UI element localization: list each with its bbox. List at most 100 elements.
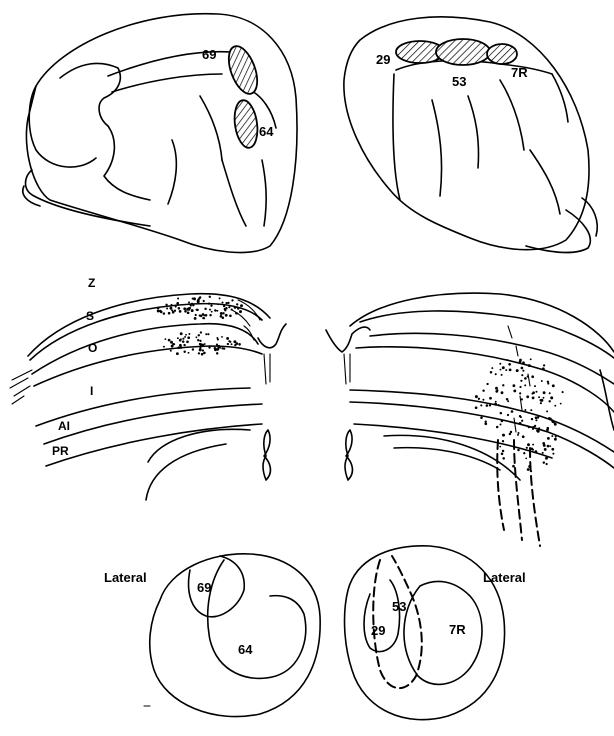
labeled-cell-dot	[175, 306, 177, 308]
layer-label-s: S	[86, 309, 94, 323]
labeled-cell-dot	[521, 420, 523, 422]
labeled-cell-dot	[502, 450, 504, 452]
labeled-cell-dot	[184, 310, 187, 313]
map-left: Lateral 69 64	[104, 554, 320, 717]
labeled-cell-dot	[506, 398, 509, 401]
labeled-cell-dot	[191, 309, 194, 312]
labeled-cell-dot	[157, 310, 160, 313]
labeled-cell-dot	[170, 307, 173, 310]
labeled-cell-dot	[510, 431, 512, 433]
labeled-cell-dot	[522, 435, 525, 438]
labeled-cell-dot	[199, 348, 202, 351]
labeled-cell-dot	[231, 299, 233, 301]
labeled-cell-dot	[497, 389, 499, 391]
labeled-cell-dot	[183, 350, 185, 352]
labeled-cell-dot	[204, 314, 206, 316]
labeled-cell-dot	[501, 391, 504, 394]
labeled-cell-dot	[501, 420, 504, 423]
labeled-cell-dot	[180, 332, 183, 335]
labeled-cell-dot	[499, 363, 501, 365]
labeled-cell-dot	[521, 398, 523, 400]
labeled-cell-dot	[547, 445, 550, 448]
labeled-cell-dot	[187, 311, 190, 314]
labeled-cell-dot	[560, 403, 562, 405]
labeled-cell-dot	[231, 343, 233, 345]
labeled-cell-dot	[538, 396, 540, 398]
labeled-cell-dot	[538, 415, 540, 417]
labeled-cell-dot	[187, 336, 190, 339]
labeled-cell-dot	[495, 373, 497, 375]
labeled-cell-dot	[540, 402, 542, 404]
labeled-cell-dot	[525, 458, 527, 460]
map-right-region-29: 29	[371, 623, 385, 638]
labeled-cell-dot	[210, 305, 212, 307]
layer-label-ai: AI	[58, 419, 70, 433]
labeled-cell-dot	[221, 301, 223, 303]
labeled-cell-dot	[522, 361, 525, 364]
labeled-cell-dot	[198, 352, 200, 354]
labeled-cell-dot	[209, 309, 211, 311]
labeled-cell-dot	[239, 310, 242, 313]
labeled-cell-dot	[168, 339, 171, 342]
region-53-patch	[436, 39, 490, 65]
labeled-cell-dot	[196, 309, 198, 311]
labeled-cell-dot	[163, 312, 165, 314]
labeled-cell-dot	[540, 399, 543, 402]
labeled-cell-dot	[562, 391, 564, 393]
labeled-cell-dot	[227, 343, 229, 345]
labeled-cell-dot	[532, 397, 535, 400]
labeled-cell-dot	[554, 438, 557, 441]
labeled-cell-dot	[188, 301, 190, 303]
labeled-cell-dot	[176, 302, 179, 305]
labeled-cell-dot	[170, 350, 172, 352]
labeled-cell-dot	[542, 452, 544, 454]
labeled-cell-dot	[549, 445, 551, 447]
labeled-cell-dot	[511, 410, 514, 413]
labeled-cell-dot	[225, 314, 228, 317]
labeled-cell-dot	[543, 364, 545, 366]
region-69-patch	[223, 42, 263, 97]
labeled-cell-dot	[234, 344, 236, 346]
labeled-cell-dot	[480, 404, 482, 406]
labeled-cell-dot	[544, 448, 547, 451]
labeled-cell-dot	[230, 305, 232, 307]
labeled-cell-dot	[551, 435, 553, 437]
labeled-cell-dot	[229, 315, 232, 318]
labeled-cell-dot	[502, 457, 505, 460]
labeled-cell-dot	[187, 308, 190, 311]
labeled-cell-dot	[228, 340, 230, 342]
labeled-cell-dot	[524, 377, 527, 380]
labeled-cell-dot	[527, 468, 530, 471]
labeled-cell-dot	[519, 386, 521, 388]
labeled-cell-dot	[208, 302, 210, 304]
labeled-cell-dot	[183, 344, 185, 346]
labeled-cell-dot	[545, 463, 547, 465]
labeled-cell-dot	[170, 341, 173, 344]
labeled-cell-dot	[528, 465, 531, 468]
labeled-cell-dot	[214, 347, 216, 349]
brain-right: 29 53 7R	[344, 17, 597, 253]
labeled-cell-dot	[480, 417, 483, 420]
map-left-side-label: Lateral	[104, 570, 147, 585]
labeled-cell-dot	[178, 307, 181, 310]
labeled-cell-dot	[231, 309, 233, 311]
labeled-cell-dot	[226, 337, 229, 340]
region-7r-patch	[487, 44, 517, 64]
labeled-cell-dot	[532, 426, 535, 429]
labeled-cell-dot	[541, 380, 543, 382]
labeled-cell-dot	[531, 418, 533, 420]
labeled-cell-dot	[507, 414, 509, 416]
labeled-cell-dot	[535, 416, 538, 419]
labeled-cell-dot	[513, 389, 516, 392]
labeled-cell-dot	[543, 391, 546, 394]
labeled-cell-dot	[532, 444, 534, 446]
map-left-region-69: 69	[197, 580, 211, 595]
labeled-cell-dot	[530, 358, 532, 360]
labeled-cell-dot	[517, 434, 519, 436]
labeled-cell-dot	[177, 297, 179, 299]
labeled-cell-dot	[222, 316, 225, 319]
labeled-cell-dot	[224, 309, 226, 311]
colliculus-section: Z S O I AI PR	[10, 276, 614, 546]
labeled-cell-dot	[530, 470, 532, 472]
